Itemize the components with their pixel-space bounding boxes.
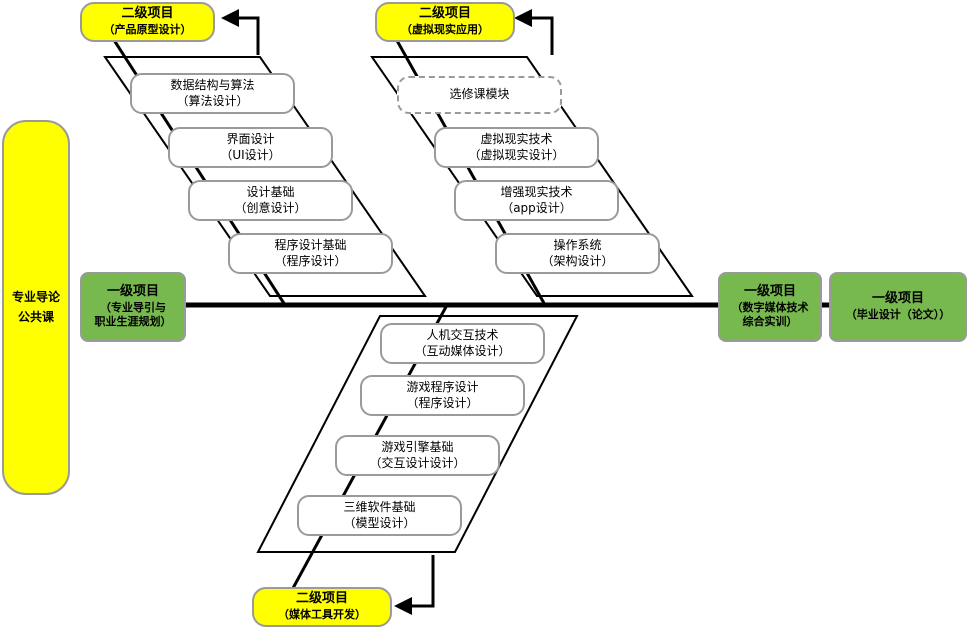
level2-project-vr: 二级项目 （虚拟现实应用） <box>375 2 515 42</box>
level1-project-career-sub1: （专业导引与 <box>100 301 166 315</box>
course-name: 数据结构与算法 <box>170 77 255 92</box>
level1-project-training-sub2: 综合实训） <box>742 315 798 329</box>
course-sub: （创意设计） <box>234 200 307 215</box>
level1-project-training-sub1: （数字媒体技术 <box>731 301 809 315</box>
course-elective-module: 选修课模块 <box>397 76 562 114</box>
course-name: 增强现实技术 <box>500 184 573 199</box>
course-game-programming: 游戏程序设计 （程序设计） <box>360 375 525 416</box>
course-name: 三维软件基础 <box>343 499 416 514</box>
course-name: 游戏程序设计 <box>406 379 479 394</box>
level1-project-thesis-sub1: （毕业设计（论文）） <box>845 308 951 322</box>
course-name: 选修课模块 <box>449 87 510 102</box>
course-ar-technology: 增强现实技术 （app设计） <box>454 180 619 221</box>
course-sub: （交互设计设计） <box>369 455 466 470</box>
level1-project-career-sub2: 职业生涯规划） <box>94 315 172 329</box>
level2-project-vr-title: 二级项目 <box>418 6 471 22</box>
intro-public-course-line2: 公共课 <box>17 309 54 324</box>
course-name: 虚拟现实技术 <box>480 131 553 146</box>
course-3d-software: 三维软件基础 （模型设计） <box>297 495 462 536</box>
branch3-frame <box>256 315 579 553</box>
course-sub: （程序设计） <box>274 253 347 268</box>
branch3-arrow <box>394 555 435 615</box>
course-vr-technology: 虚拟现实技术 （虚拟现实设计） <box>434 127 599 168</box>
level2-project-vr-sub: （虚拟现实应用） <box>401 23 489 37</box>
course-sub: （互动媒体设计） <box>414 343 511 358</box>
course-sub: （UI设计） <box>220 147 281 162</box>
course-sub: （app设计） <box>501 200 572 215</box>
course-hci-technology: 人机交互技术 （互动媒体设计） <box>380 323 545 364</box>
course-name: 游戏引擎基础 <box>381 439 454 454</box>
course-interface-design: 界面设计 （UI设计） <box>168 127 333 168</box>
course-name: 程序设计基础 <box>274 237 347 252</box>
level2-project-product-title: 二级项目 <box>121 6 174 22</box>
level1-project-training: 一级项目 （数字媒体技术 综合实训） <box>718 272 822 342</box>
level2-project-media-sub: （媒体工具开发） <box>278 608 366 622</box>
level2-project-product-sub: （产品原型设计） <box>103 23 192 37</box>
course-name: 操作系统 <box>553 237 602 252</box>
course-name: 界面设计 <box>226 131 275 146</box>
course-operating-systems: 操作系统 （架构设计） <box>495 233 660 274</box>
level2-project-media-title: 二级项目 <box>295 591 348 607</box>
course-sub: （架构设计） <box>541 253 614 268</box>
course-sub: （虚拟现实设计） <box>468 147 565 162</box>
branch2-arrow <box>514 9 554 55</box>
course-sub: （算法设计） <box>176 93 249 108</box>
course-sub: （模型设计） <box>343 515 416 530</box>
course-name: 人机交互技术 <box>426 327 499 342</box>
level1-project-thesis-title: 一级项目 <box>871 291 924 307</box>
course-programming-basics: 程序设计基础 （程序设计） <box>228 233 393 274</box>
level1-project-thesis: 一级项目 （毕业设计（论文）） <box>829 272 967 342</box>
level1-project-career: 一级项目 （专业导引与 职业生涯规划） <box>80 272 186 342</box>
course-design-basics: 设计基础 （创意设计） <box>188 180 353 221</box>
intro-public-course-line1: 专业导论 <box>11 290 60 305</box>
level1-project-career-title: 一级项目 <box>106 284 159 300</box>
course-name: 设计基础 <box>246 184 295 199</box>
course-sub: （程序设计） <box>406 395 479 410</box>
level1-project-training-title: 一级项目 <box>743 284 796 300</box>
intro-public-course: 专业导论 公共课 <box>2 120 70 495</box>
course-data-structures: 数据结构与算法 （算法设计） <box>130 73 295 114</box>
level2-project-product: 二级项目 （产品原型设计） <box>80 2 215 42</box>
course-game-engine: 游戏引擎基础 （交互设计设计） <box>335 435 500 476</box>
level2-project-media: 二级项目 （媒体工具开发） <box>252 587 392 627</box>
branch1-arrow <box>221 9 260 55</box>
